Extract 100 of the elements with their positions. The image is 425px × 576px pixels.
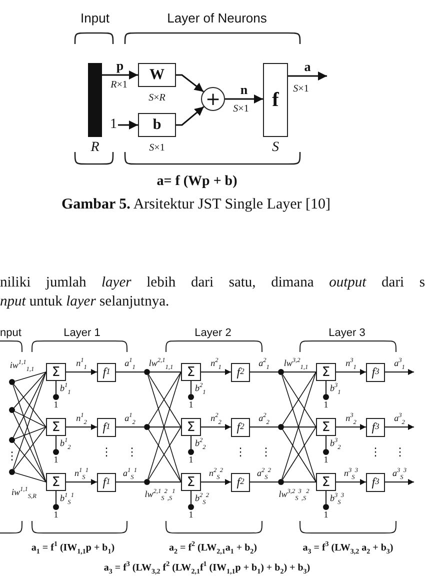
bias-box: b: [138, 113, 176, 137]
arrow: [200, 369, 232, 375]
arrow: [336, 369, 366, 375]
transfer-function-box: f: [263, 63, 288, 137]
section-heading: Layer 3: [328, 327, 366, 339]
section-heading: nput: [0, 327, 22, 339]
bias-dot: [323, 504, 329, 510]
connection-line: [190, 380, 192, 394]
bias-dot: [188, 394, 194, 400]
formula: a$_{2}$ = f$^{2}$ (LW$_{2,1}$a$_{1}$ + b$_{2}$): [169, 542, 257, 554]
section-heading: Input: [80, 10, 110, 26]
figure-caption: Gambar 5. Arsitektur JST Single Layer [10]: [61, 196, 331, 214]
summation-box: Σ: [316, 473, 336, 491]
arrow: [384, 479, 414, 485]
arrow: [200, 424, 232, 430]
transfer-function-box: f$^{1}$: [97, 418, 116, 436]
arrow: [225, 94, 263, 104]
bias-dot: [188, 504, 194, 510]
connection-line: [14, 426, 46, 440]
connection-line: [12, 372, 46, 470]
summation-box: Σ: [46, 418, 66, 436]
junction-dot: [278, 369, 284, 375]
vertical-ellipsis: ⋮: [6, 450, 18, 462]
arrow: [384, 424, 414, 430]
size-label: R: [90, 140, 100, 156]
input-bar: [88, 63, 102, 137]
transfer-function-box: f$^{2}$: [231, 362, 250, 382]
arrow: [200, 479, 232, 485]
connection-line: [14, 410, 46, 428]
connection-line: [14, 442, 46, 482]
bias-input-value: 1: [54, 400, 58, 410]
formula: a$_{3}$ = f$^{3}$ (LW$_{3,2}$ a$_{2}$ + b$_{3}$): [302, 542, 394, 554]
connection-line: [116, 426, 144, 428]
size-label: S×1: [233, 104, 249, 114]
connection-line: [12, 372, 46, 438]
connection-line: [14, 372, 46, 408]
summation-box: Σ: [316, 418, 336, 436]
arrow: [66, 479, 98, 485]
arrow: [66, 424, 98, 430]
summation-box: Σ: [181, 363, 201, 381]
weight-box: W: [138, 63, 176, 87]
summation-box: Σ: [46, 473, 66, 491]
bias-dot: [53, 394, 59, 400]
connection-line: [12, 412, 46, 482]
formula: a= f (Wp + b): [156, 174, 238, 190]
transfer-function-box: f$^{3}$: [366, 418, 385, 436]
junction-dot: [278, 479, 284, 485]
bias-input-value: 1: [188, 456, 194, 464]
vertical-ellipsis: ⋮: [126, 446, 138, 458]
junction-dot: [9, 407, 15, 413]
connection-line: [150, 426, 182, 428]
vertical-ellipsis: ⋮: [394, 446, 406, 458]
summation-box: Σ: [181, 473, 201, 491]
arrow: [118, 120, 138, 130]
size-label: S×1: [149, 142, 165, 154]
section-heading: Layer of Neurons: [167, 10, 267, 26]
size-label: R×1: [110, 80, 128, 90]
summation-box: Σ: [181, 418, 201, 436]
junction-dot: [144, 369, 150, 375]
arrow: [288, 72, 327, 80]
bias-input-value: 1: [188, 400, 194, 410]
bias-dot: [323, 394, 329, 400]
transfer-function-box: f$^{2}$: [231, 472, 250, 492]
connection-line: [250, 426, 278, 428]
junction-dot: [278, 424, 284, 430]
junction-dot: [9, 437, 15, 443]
vertical-ellipsis: ⋮: [260, 446, 272, 458]
junction-dot: [144, 479, 150, 485]
arrow: [102, 70, 138, 80]
summation-box: Σ: [46, 363, 66, 381]
bias-input-value: 1: [324, 456, 328, 464]
connection-line: [14, 472, 46, 482]
connection-line: [190, 436, 192, 450]
junction-dot: [9, 469, 15, 475]
junction-dot: [9, 379, 15, 385]
paragraph-text: niliki jumlah layer lebih dari satu, dimana output dari s: [0, 274, 425, 292]
vertical-ellipsis: ⋮: [235, 446, 246, 458]
size-label: S×1: [293, 84, 309, 94]
formula: a$_{1}$ = f$^{1}$ (IW$_{1,1}$p + b$_{1}$): [31, 542, 115, 554]
size-label: S: [272, 140, 279, 156]
transfer-function-box: f$^{3}$: [366, 472, 385, 492]
summation-box: Σ: [316, 363, 336, 381]
transfer-function-box: f$^{1}$: [97, 472, 116, 492]
summing-junction: +: [201, 87, 225, 111]
connection-line: [14, 372, 46, 382]
arrow: [336, 424, 366, 430]
input-value: 1: [109, 117, 118, 133]
connection-line: [13, 426, 46, 470]
transfer-function-box: f$^{3}$: [366, 362, 385, 382]
bias-dot: [323, 449, 329, 455]
bias-input-value: 1: [324, 400, 328, 410]
formula: a$_{3}$ = f$^{3}$ (LW$_{3,2}$ f$^{2}$ (LW$_{2,1}$f$^{1}$ (IW$_{1,1}$p + b$_{1}$) + b$_{2}$) + b$_{3}$): [104, 562, 310, 574]
bias-dot: [53, 504, 59, 510]
bias-dot: [188, 449, 194, 455]
bias-dot: [53, 449, 59, 455]
section-heading: Layer 1: [64, 327, 100, 339]
size-label: S×R: [148, 92, 166, 104]
transfer-function-box: f$^{1}$: [97, 362, 116, 382]
arrow: [336, 479, 366, 485]
connection-line: [190, 490, 192, 504]
